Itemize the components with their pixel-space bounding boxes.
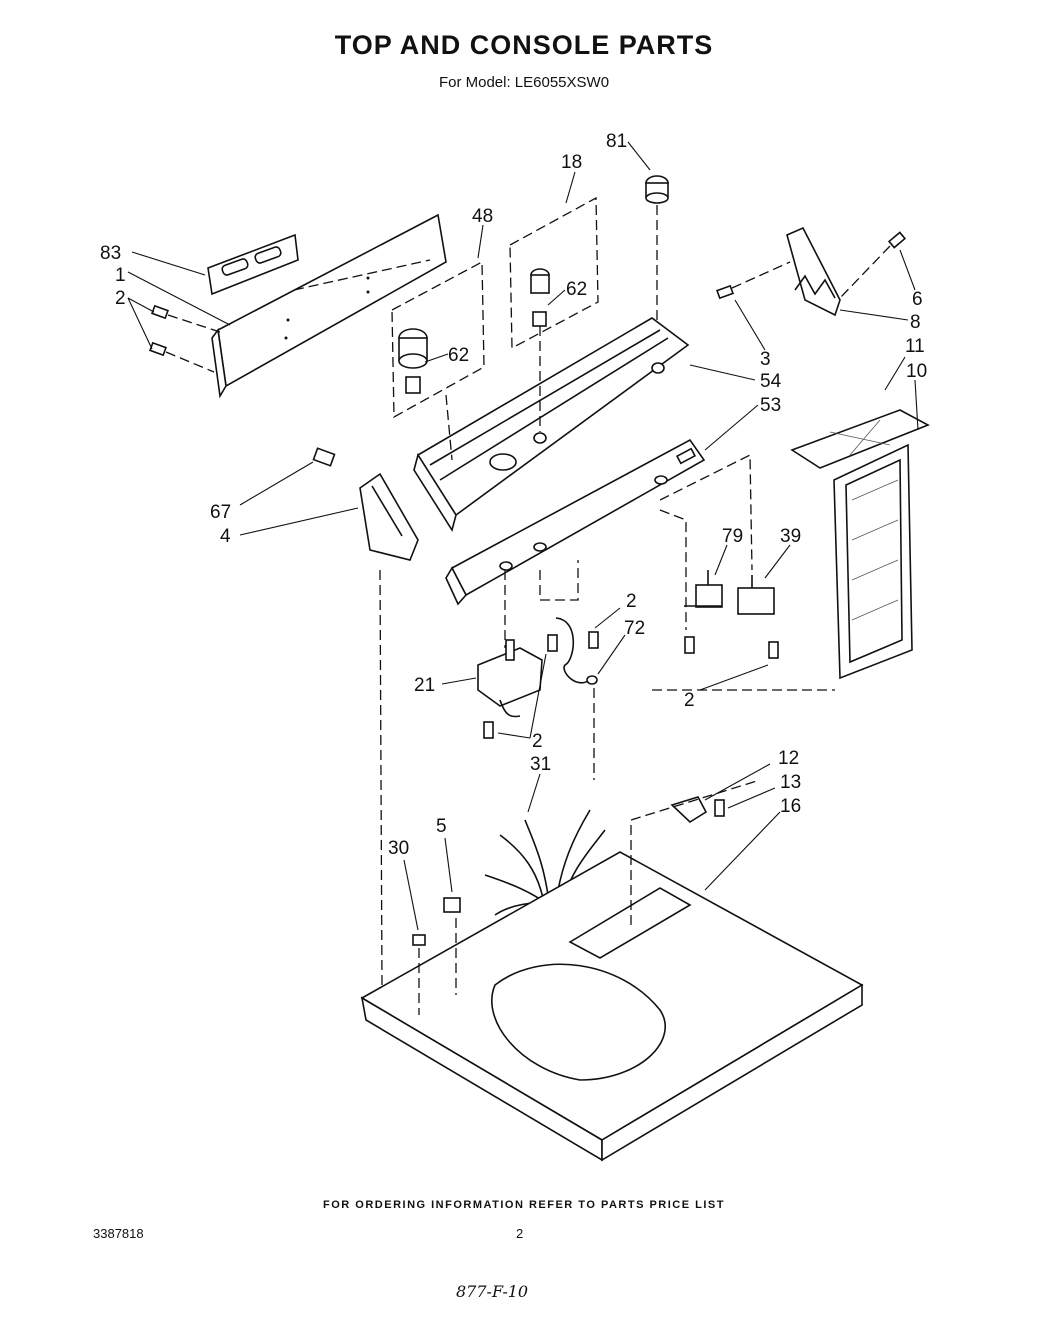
page-number: 2 <box>516 1226 524 1241</box>
part-83-bracket <box>207 233 299 296</box>
callout-72: 72 <box>624 618 645 639</box>
callout-2-left: 2 <box>115 288 126 309</box>
part-10-lint-housing <box>833 443 913 680</box>
guide-lines <box>293 259 835 986</box>
callout-2-right: 2 <box>684 690 695 711</box>
part-6-3-screws <box>716 231 907 300</box>
part-16-top <box>360 851 864 1162</box>
callout-62-right: 62 <box>566 279 587 300</box>
part-13-screw <box>714 799 725 817</box>
part-81-knob <box>645 175 669 320</box>
part-11-lint-screen <box>790 409 930 469</box>
part-rear-panel <box>211 213 447 399</box>
part-21-timer <box>477 639 543 718</box>
callout-1: 1 <box>115 265 126 286</box>
callout-81: 81 <box>606 131 627 152</box>
callout-5: 5 <box>436 816 447 837</box>
part-39-switch <box>737 575 775 615</box>
callout-79: 79 <box>722 526 743 547</box>
callout-2-middle: 2 <box>626 591 637 612</box>
part-53-panel <box>445 438 706 606</box>
callout-18: 18 <box>561 152 582 173</box>
callout-6: 6 <box>912 289 923 310</box>
callout-3: 3 <box>760 349 771 370</box>
leader-lines <box>127 141 919 931</box>
callout-54: 54 <box>760 371 782 392</box>
document-number: 3387818 <box>93 1226 144 1241</box>
part-79-switch <box>684 570 723 608</box>
callout-11: 11 <box>905 336 925 357</box>
callout-16: 16 <box>780 796 801 817</box>
part-67-clip <box>312 447 336 467</box>
part-54-console <box>413 317 690 532</box>
group-48 <box>391 260 485 419</box>
part-2-screws-left <box>149 304 221 373</box>
part-8-bracket <box>786 226 841 317</box>
callout-31: 31 <box>530 754 551 775</box>
part-12-bracket <box>670 796 708 824</box>
callout-13: 13 <box>780 772 801 793</box>
part-5-clip <box>443 897 461 995</box>
callout-2-bottom: 2 <box>532 731 543 752</box>
part-2-screws-middle <box>483 631 779 739</box>
model-subtitle: For Model: LE6055XSW0 <box>438 74 610 91</box>
callout-4: 4 <box>220 526 231 547</box>
callout-53: 53 <box>760 395 781 416</box>
callout-39: 39 <box>780 526 801 547</box>
callout-48: 48 <box>472 206 493 227</box>
callout-12: 12 <box>778 748 799 769</box>
group-18 <box>509 196 599 432</box>
part-4-end-cap <box>359 472 419 561</box>
callout-10: 10 <box>906 361 927 382</box>
callout-67: 67 <box>210 502 231 523</box>
page-title: TOP AND CONSOLE PARTS <box>334 30 714 60</box>
part-30-clip <box>412 934 426 1015</box>
part-72-wire <box>555 617 598 685</box>
callout-21: 21 <box>414 675 435 696</box>
handwritten-note: 877-F-10 <box>456 1282 529 1301</box>
ordering-note: FOR ORDERING INFORMATION REFER TO PARTS … <box>323 1199 725 1211</box>
callout-8: 8 <box>910 312 921 333</box>
callout-83: 83 <box>100 243 121 264</box>
callout-62-left: 62 <box>448 345 469 366</box>
callout-30: 30 <box>388 838 409 859</box>
